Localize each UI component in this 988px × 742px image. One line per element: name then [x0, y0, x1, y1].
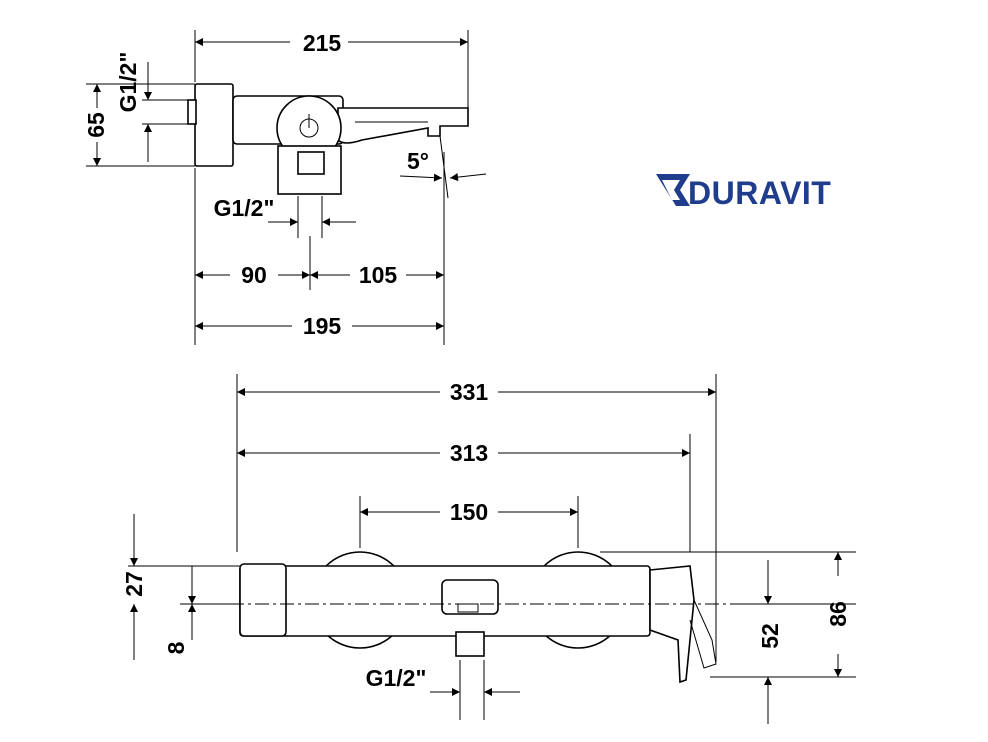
- dim-313-label: 313: [450, 440, 488, 466]
- side-view: 215 G1/2" 65: [83, 30, 487, 345]
- dim-52-label: 52: [757, 623, 783, 649]
- thread-front-label: G1/2": [366, 665, 427, 691]
- thread-bottom-label: G1/2": [214, 195, 275, 221]
- thread-top-label: G1/2": [115, 52, 141, 113]
- dim-27-8: 27 8: [121, 514, 240, 660]
- dim-thread-bottom: G1/2": [214, 195, 356, 238]
- dim-331: 331: [237, 379, 716, 405]
- angle-label: 5°: [407, 148, 429, 174]
- spout: [337, 107, 469, 144]
- bottom-connector-front: [455, 631, 485, 657]
- dim-105-label: 105: [359, 262, 398, 288]
- dim-65: 65: [83, 83, 195, 167]
- front-view: 331 313 150: [121, 374, 856, 724]
- duravit-logo: DURAVIT: [656, 174, 831, 211]
- dim-195-label: 195: [303, 313, 342, 339]
- dim-65-label: 65: [83, 112, 109, 138]
- dim-331-label: 331: [450, 379, 489, 405]
- thermostat-cap: [239, 563, 287, 637]
- dim-90-label: 90: [241, 262, 267, 288]
- logo-wordmark: DURAVIT: [688, 175, 831, 211]
- dim-27-label: 27: [121, 571, 147, 597]
- dim-angle: 5°: [399, 135, 487, 199]
- dim-150: 150: [360, 499, 578, 525]
- wall-connector: [187, 99, 197, 125]
- wall-plate: [194, 83, 234, 167]
- dim-52-86: 52 86: [600, 551, 856, 724]
- dim-90-105: 90 105: [195, 262, 444, 288]
- dim-thread-front: G1/2": [366, 660, 520, 720]
- dim-313: 313: [237, 440, 690, 466]
- dim-150-label: 150: [450, 499, 488, 525]
- dim-215: 215: [195, 30, 468, 56]
- diverter-button: [441, 579, 499, 615]
- dim-thread-top: G1/2": [115, 52, 195, 162]
- dim-86-label: 86: [825, 601, 851, 627]
- dim-8-label: 8: [163, 641, 189, 654]
- dim-195: 195: [195, 313, 444, 339]
- dim-215-label: 215: [303, 30, 342, 56]
- spout-front: [649, 565, 695, 684]
